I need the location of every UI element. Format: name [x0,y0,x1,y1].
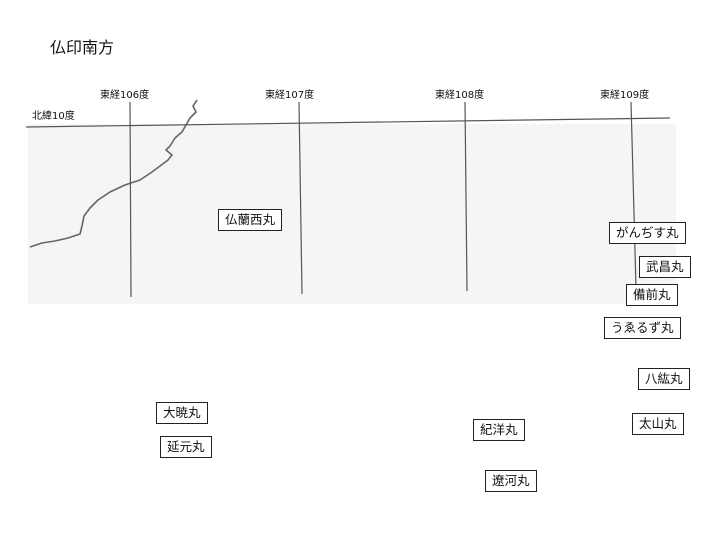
longitude-line-106e [129,101,132,298]
ship-label-ryoga: 遼河丸 [485,470,537,492]
latitude-label: 北緯10度 [32,111,75,122]
ship-label-taigyo: 大暁丸 [156,402,208,424]
ship-label-futsuransei: 仏蘭西丸 [218,209,283,231]
longitude-line-107e [298,101,303,295]
longitude-line-108e [464,101,468,292]
chart-shaded-band [28,124,676,304]
ship-label-gangesu: がんぢす丸 [609,222,686,244]
ship-label-hakko: 八紘丸 [638,368,690,390]
longitude-label-106: 東経106度 [100,90,150,101]
ship-label-kiyo: 紀洋丸 [473,419,525,441]
ship-label-uerusu: うゑるず丸 [604,317,681,339]
latitude-line-10n [25,117,671,128]
ship-label-bizen: 備前丸 [626,284,678,306]
ship-label-taizan: 太山丸 [632,413,684,435]
ship-label-busho: 武昌丸 [639,256,691,278]
longitude-label-109: 東経109度 [600,90,650,101]
map-title: 仏印南方 [50,38,115,57]
longitude-label-108: 東経108度 [435,90,485,101]
ship-label-engen: 延元丸 [160,436,212,458]
longitude-label-107: 東経107度 [265,90,315,101]
longitude-line-109e [630,101,637,289]
